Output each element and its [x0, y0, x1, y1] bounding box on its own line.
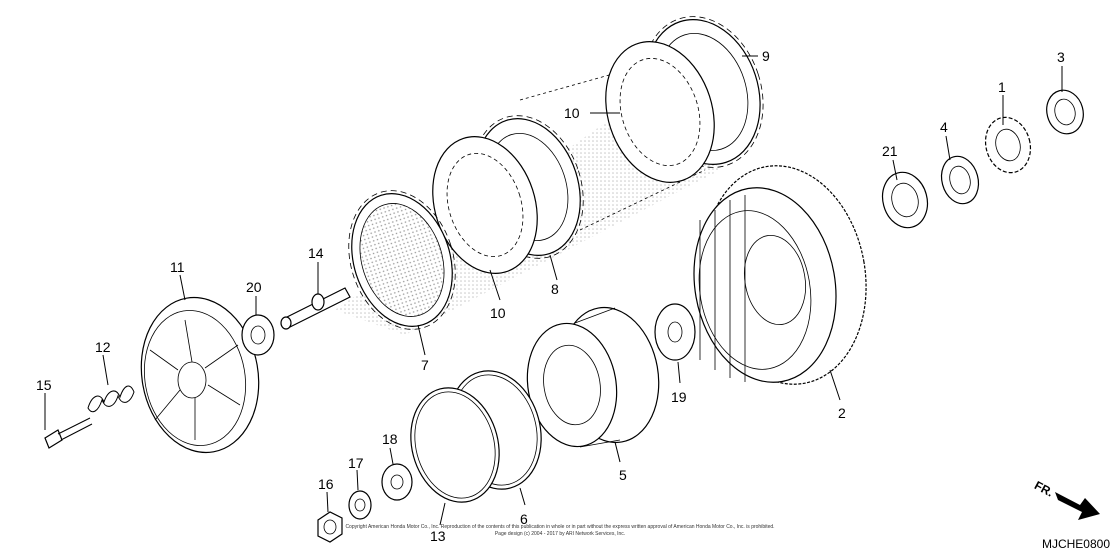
label-part-18: 18 [382, 431, 398, 447]
arrow-right-icon [1055, 492, 1100, 520]
label-part-10-lower: 10 [490, 305, 506, 321]
copyright-line-1: Copyright American Honda Motor Co., Inc.… [345, 524, 774, 530]
part-4-collar [940, 155, 980, 205]
label-part-7: 7 [421, 357, 429, 373]
diagram-code: MJCHE0800 [1042, 537, 1110, 551]
part-14-lifter-rod [280, 287, 351, 330]
part-13-ring [410, 387, 500, 503]
label-part-17: 17 [348, 455, 364, 471]
part-5-clutch-center [526, 306, 660, 448]
label-part-4: 4 [940, 119, 948, 135]
label-part-3: 3 [1057, 49, 1065, 65]
label-part-15: 15 [36, 377, 52, 393]
label-part-11: 11 [170, 259, 185, 275]
label-part-14: 14 [308, 245, 324, 261]
label-part-21: 21 [882, 143, 898, 159]
label-part-1: 1 [998, 79, 1006, 95]
part-18-washer [381, 463, 413, 501]
label-part-12: 12 [95, 339, 111, 355]
part-20-bearing [241, 314, 275, 356]
part-1-drive-sprocket [984, 116, 1032, 174]
part-19-thrust-washer [654, 303, 696, 361]
part-10-clutch-plate-upper [605, 41, 715, 183]
label-part-2: 2 [838, 405, 846, 421]
label-part-13: 13 [430, 528, 446, 544]
label-part-5: 5 [619, 467, 627, 483]
copyright-line-2: Page design (c) 2004 - 2017 by ARI Netwo… [495, 531, 625, 537]
part-17-lock-washer [348, 490, 372, 520]
part-2-clutch-outer [693, 165, 867, 385]
label-part-20: 20 [246, 279, 262, 295]
direction-label: FR. [1032, 478, 1056, 499]
part-15-bolt [44, 417, 93, 449]
part-10-clutch-plate-lower [432, 136, 538, 274]
label-part-6: 6 [520, 511, 528, 527]
leader-lines [44, 55, 1063, 526]
part-21-needle-bearing [881, 171, 929, 229]
label-part-8: 8 [551, 281, 559, 297]
label-part-9: 9 [762, 48, 770, 64]
front-direction-indicator: FR. [1032, 478, 1100, 520]
part-12-spring [87, 385, 135, 413]
part-3-bushing [1046, 89, 1084, 135]
part-11-pressure-plate [140, 296, 260, 454]
label-part-16: 16 [318, 476, 334, 492]
part-7-friction-disc [348, 190, 456, 330]
part-16-lock-nut [317, 511, 343, 543]
label-part-19: 19 [671, 389, 687, 405]
label-part-10-upper: 10 [564, 105, 580, 121]
